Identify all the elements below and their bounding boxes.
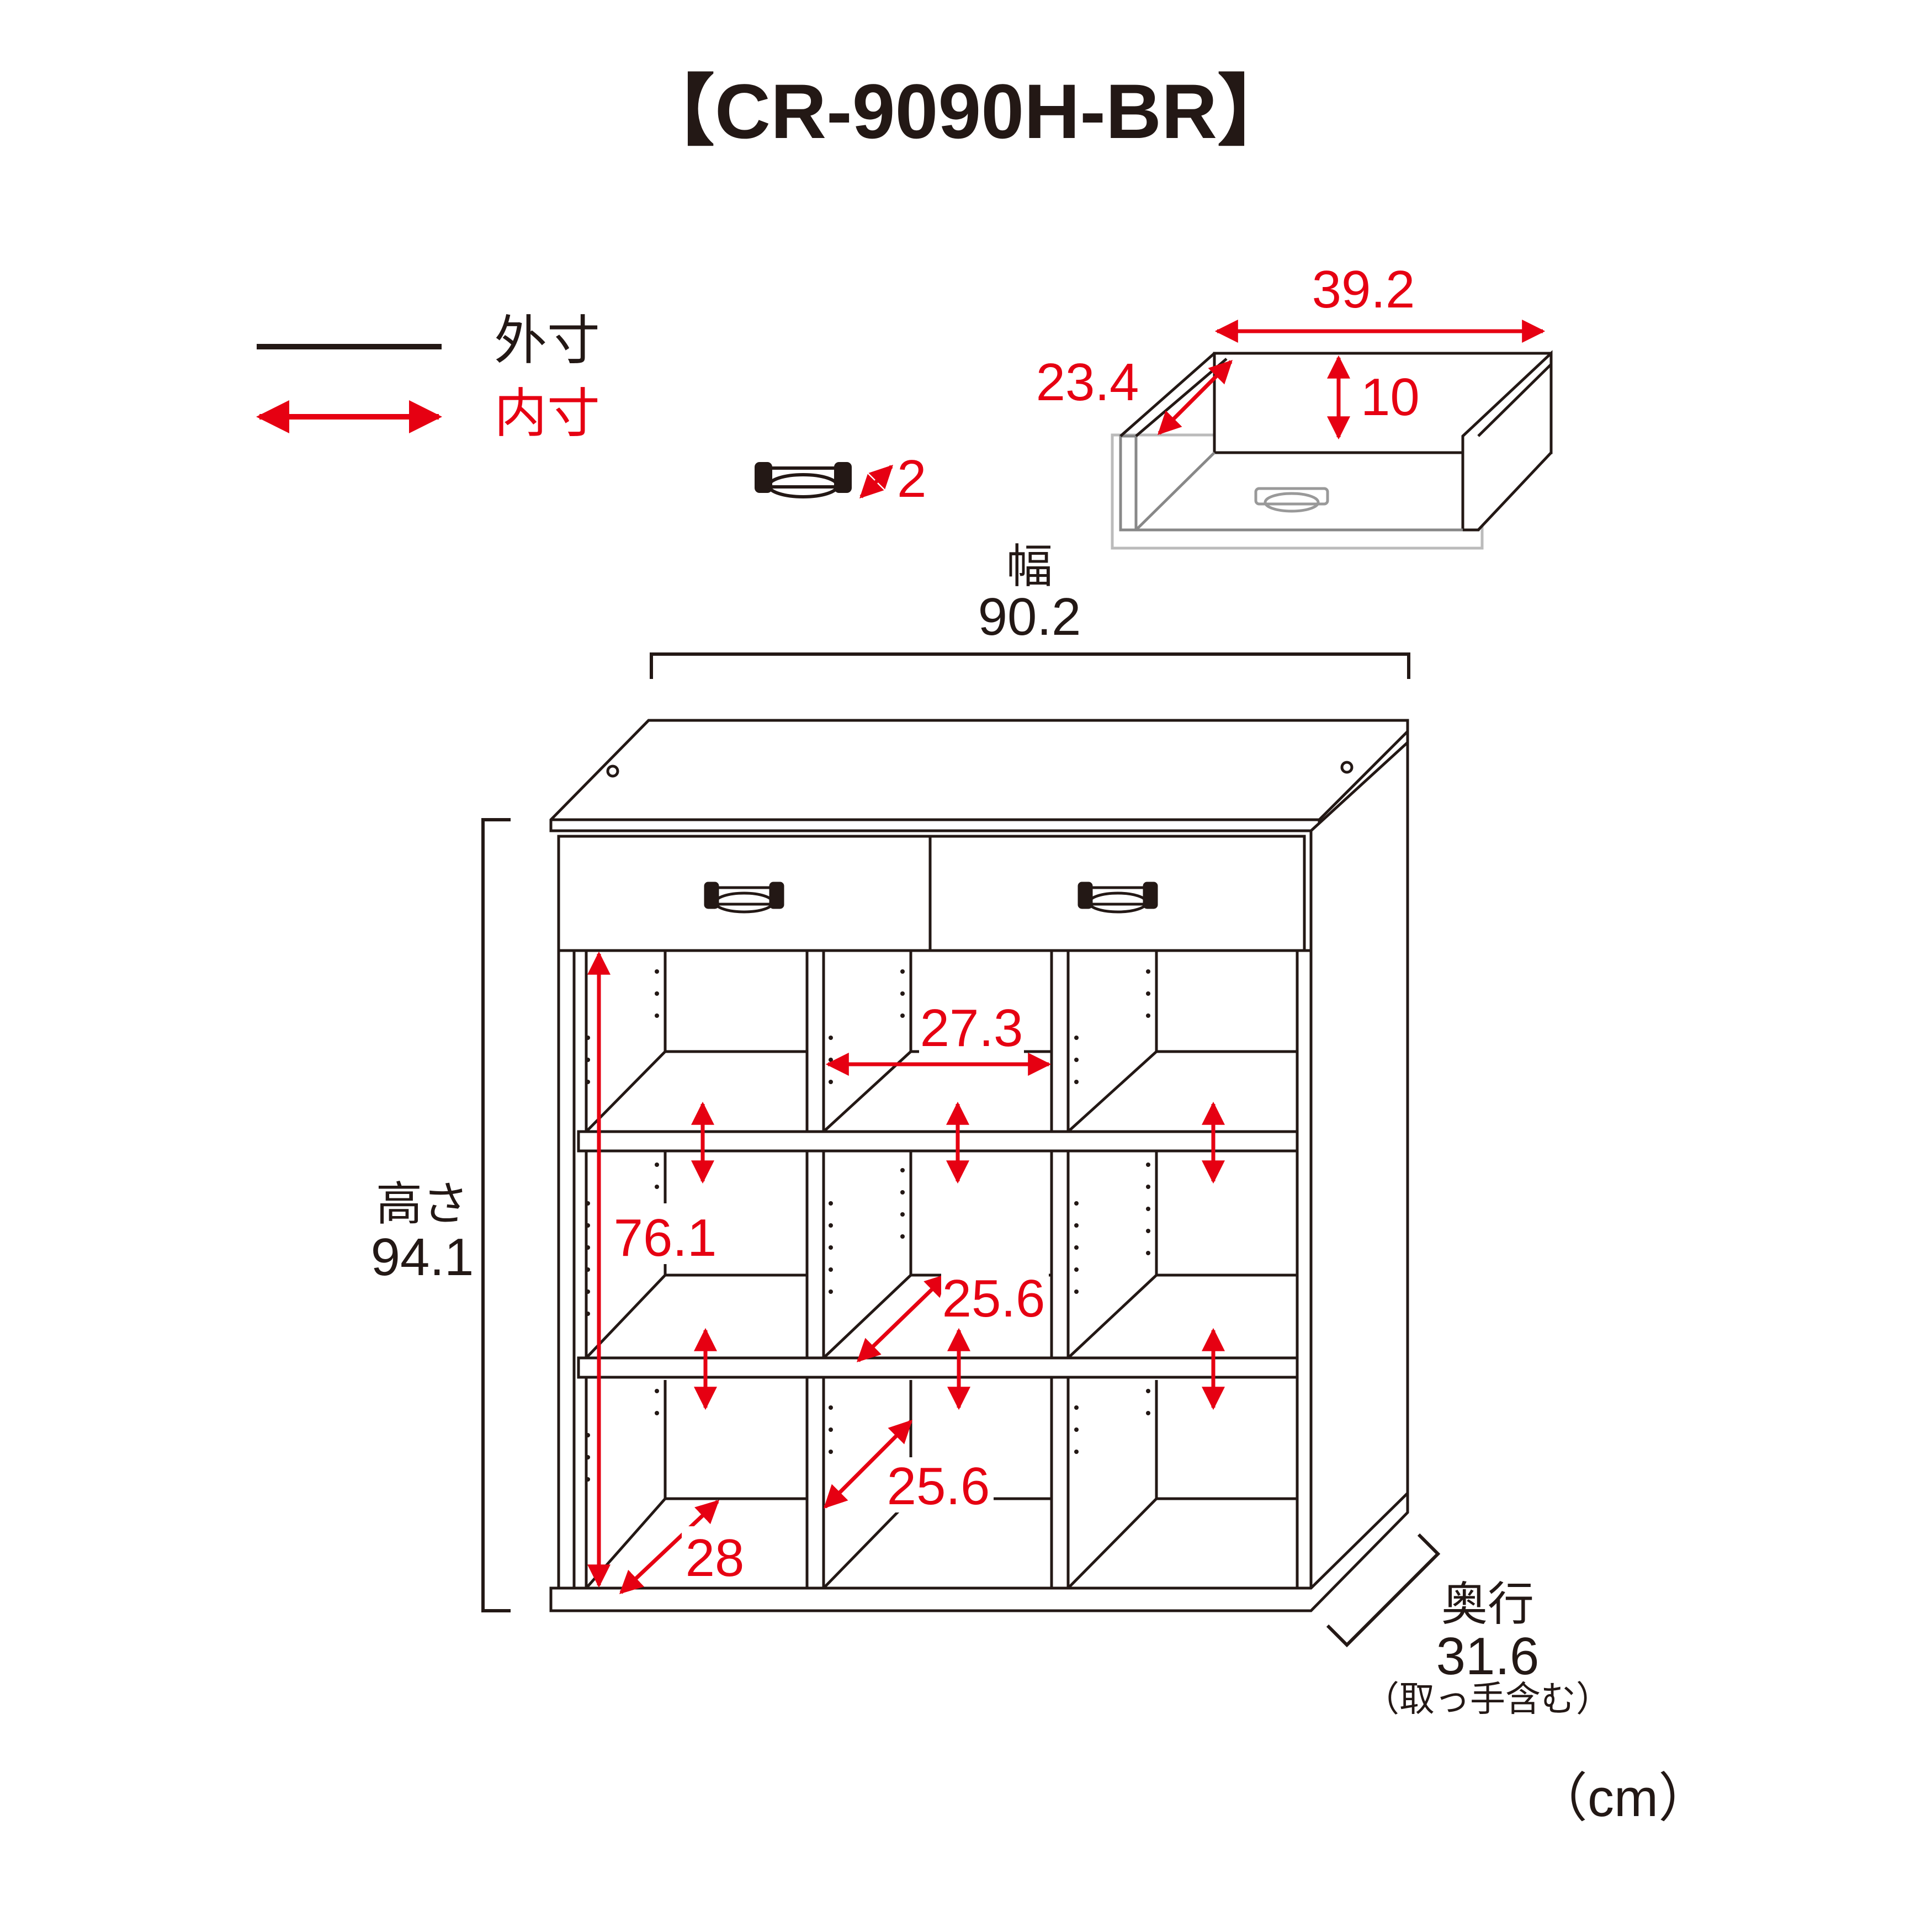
outer-height-value: 94.1: [371, 1228, 474, 1287]
inner-dimensions: [587, 951, 1225, 1594]
legend: 外寸 内寸: [256, 311, 600, 443]
outer-height-dimension: 高さ 94.1: [371, 818, 511, 1612]
outer-height-label: 高さ: [376, 1178, 469, 1230]
drawer-handle-icon: [1254, 487, 1329, 513]
legend-inner-label: 内寸: [494, 384, 600, 443]
cell-width-value: 27.3: [920, 999, 1023, 1058]
outer-width-label: 幅: [1006, 540, 1053, 592]
bottom-depth-arrow: [619, 1500, 720, 1594]
unit-label: （cm）: [1535, 1769, 1711, 1828]
handle-icon: [755, 462, 852, 498]
shelf-depth-lower-value: 25.6: [887, 1457, 990, 1516]
handle-depth-arrow: [859, 465, 893, 498]
drawer-width-value: 39.2: [1312, 260, 1415, 319]
drawer-depth-arrow: [1158, 360, 1233, 435]
right-side-panel: [1309, 739, 1409, 1594]
outer-depth-dimension: 奥行 31.6 （取っ手含む）: [1326, 1533, 1611, 1719]
inner-height-value: 76.1: [614, 1208, 717, 1267]
handle-depth-value: 2: [897, 449, 926, 508]
shelf-depth-upper-value: 25.6: [942, 1269, 1045, 1328]
drawer-box: [1111, 350, 1553, 550]
shelf-pin-holes: [586, 969, 1150, 1482]
outer-depth-note: （取っ手含む）: [1364, 1679, 1611, 1719]
drawer-height-value: 10: [1361, 368, 1420, 427]
shelf-depth-lower-arrow: [824, 1420, 912, 1509]
bottom-board: [549, 1490, 1409, 1612]
drawer-depth-value: 23.4: [1036, 353, 1139, 412]
outer-width-value: 90.2: [978, 587, 1081, 646]
handle-detail: 2: [755, 449, 926, 508]
legend-outer-label: 外寸: [494, 311, 600, 370]
shelf-depth-upper-arrow: [856, 1273, 949, 1362]
drawer-handle-right-icon: [1078, 882, 1158, 914]
outer-depth-value: 31.6: [1436, 1627, 1540, 1686]
screw-hole-left: [606, 765, 619, 778]
outer-width-dimension: 幅 90.2: [650, 540, 1410, 679]
cabinet: [549, 719, 1409, 1612]
drawer-detail: 39.2 23.4 10: [1036, 260, 1553, 550]
shelf-lower: [577, 1356, 1299, 1379]
page-title: 【CR-9090H-BR】: [638, 68, 1294, 155]
drawer-handle-left-icon: [704, 882, 784, 914]
top-board: [549, 719, 1409, 832]
shelf-upper: [577, 1130, 1299, 1153]
outer-depth-label: 奥行: [1441, 1578, 1534, 1630]
bottom-depth-value: 28: [686, 1528, 745, 1588]
screw-hole-right: [1340, 761, 1354, 774]
